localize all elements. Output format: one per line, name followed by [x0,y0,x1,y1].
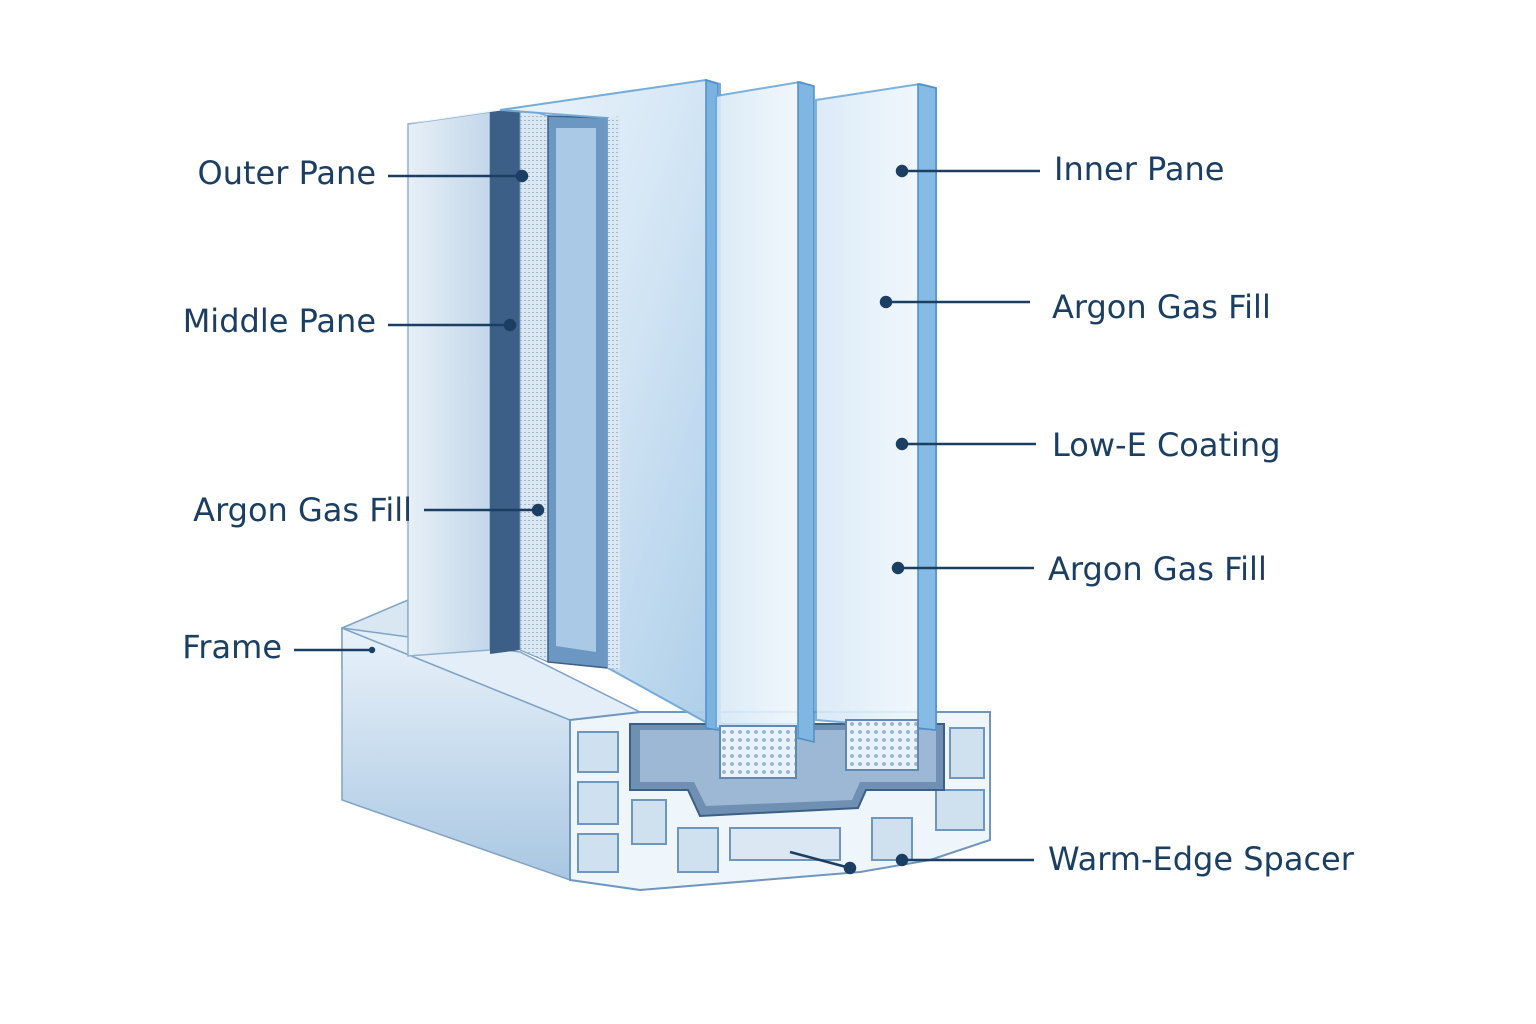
label-low-e-coating: Low-E Coating [1052,426,1281,464]
inner-pane [815,82,937,732]
label-frame: Frame [182,628,282,666]
leader-dot-inner-pane [895,164,909,178]
leader-dot-argon-right-2 [891,561,905,575]
second-glass-pane [715,80,815,743]
label-outer-pane: Outer Pane [198,154,376,192]
leader-dot-frame [368,646,376,654]
label-inner-pane: Inner Pane [1054,150,1224,188]
leader-dot-outer-pane [515,169,529,183]
outer-pane [490,107,609,669]
leader-dot-warm-edge [895,853,909,867]
label-argon-gas-fill-right-2: Argon Gas Fill [1048,550,1267,588]
leader-dot-middle-pane [503,318,517,332]
leader-warm-edge-branch [789,850,851,870]
labels: Outer Pane Middle Pane Argon Gas Fill Fr… [182,150,1354,878]
warm-edge-spacer [719,719,919,779]
leader-dot-warm-edge-branch [843,861,857,875]
label-warm-edge-spacer: Warm-Edge Spacer [1048,840,1355,878]
label-argon-gas-fill-right-1: Argon Gas Fill [1052,288,1271,326]
label-middle-pane: Middle Pane [183,302,376,340]
leader-dot-low-e [895,437,909,451]
leader-dot-argon-right-1 [879,295,893,309]
leader-lines [294,164,1040,875]
label-argon-gas-fill-left: Argon Gas Fill [193,491,412,529]
leader-dot-argon-left [531,503,545,517]
